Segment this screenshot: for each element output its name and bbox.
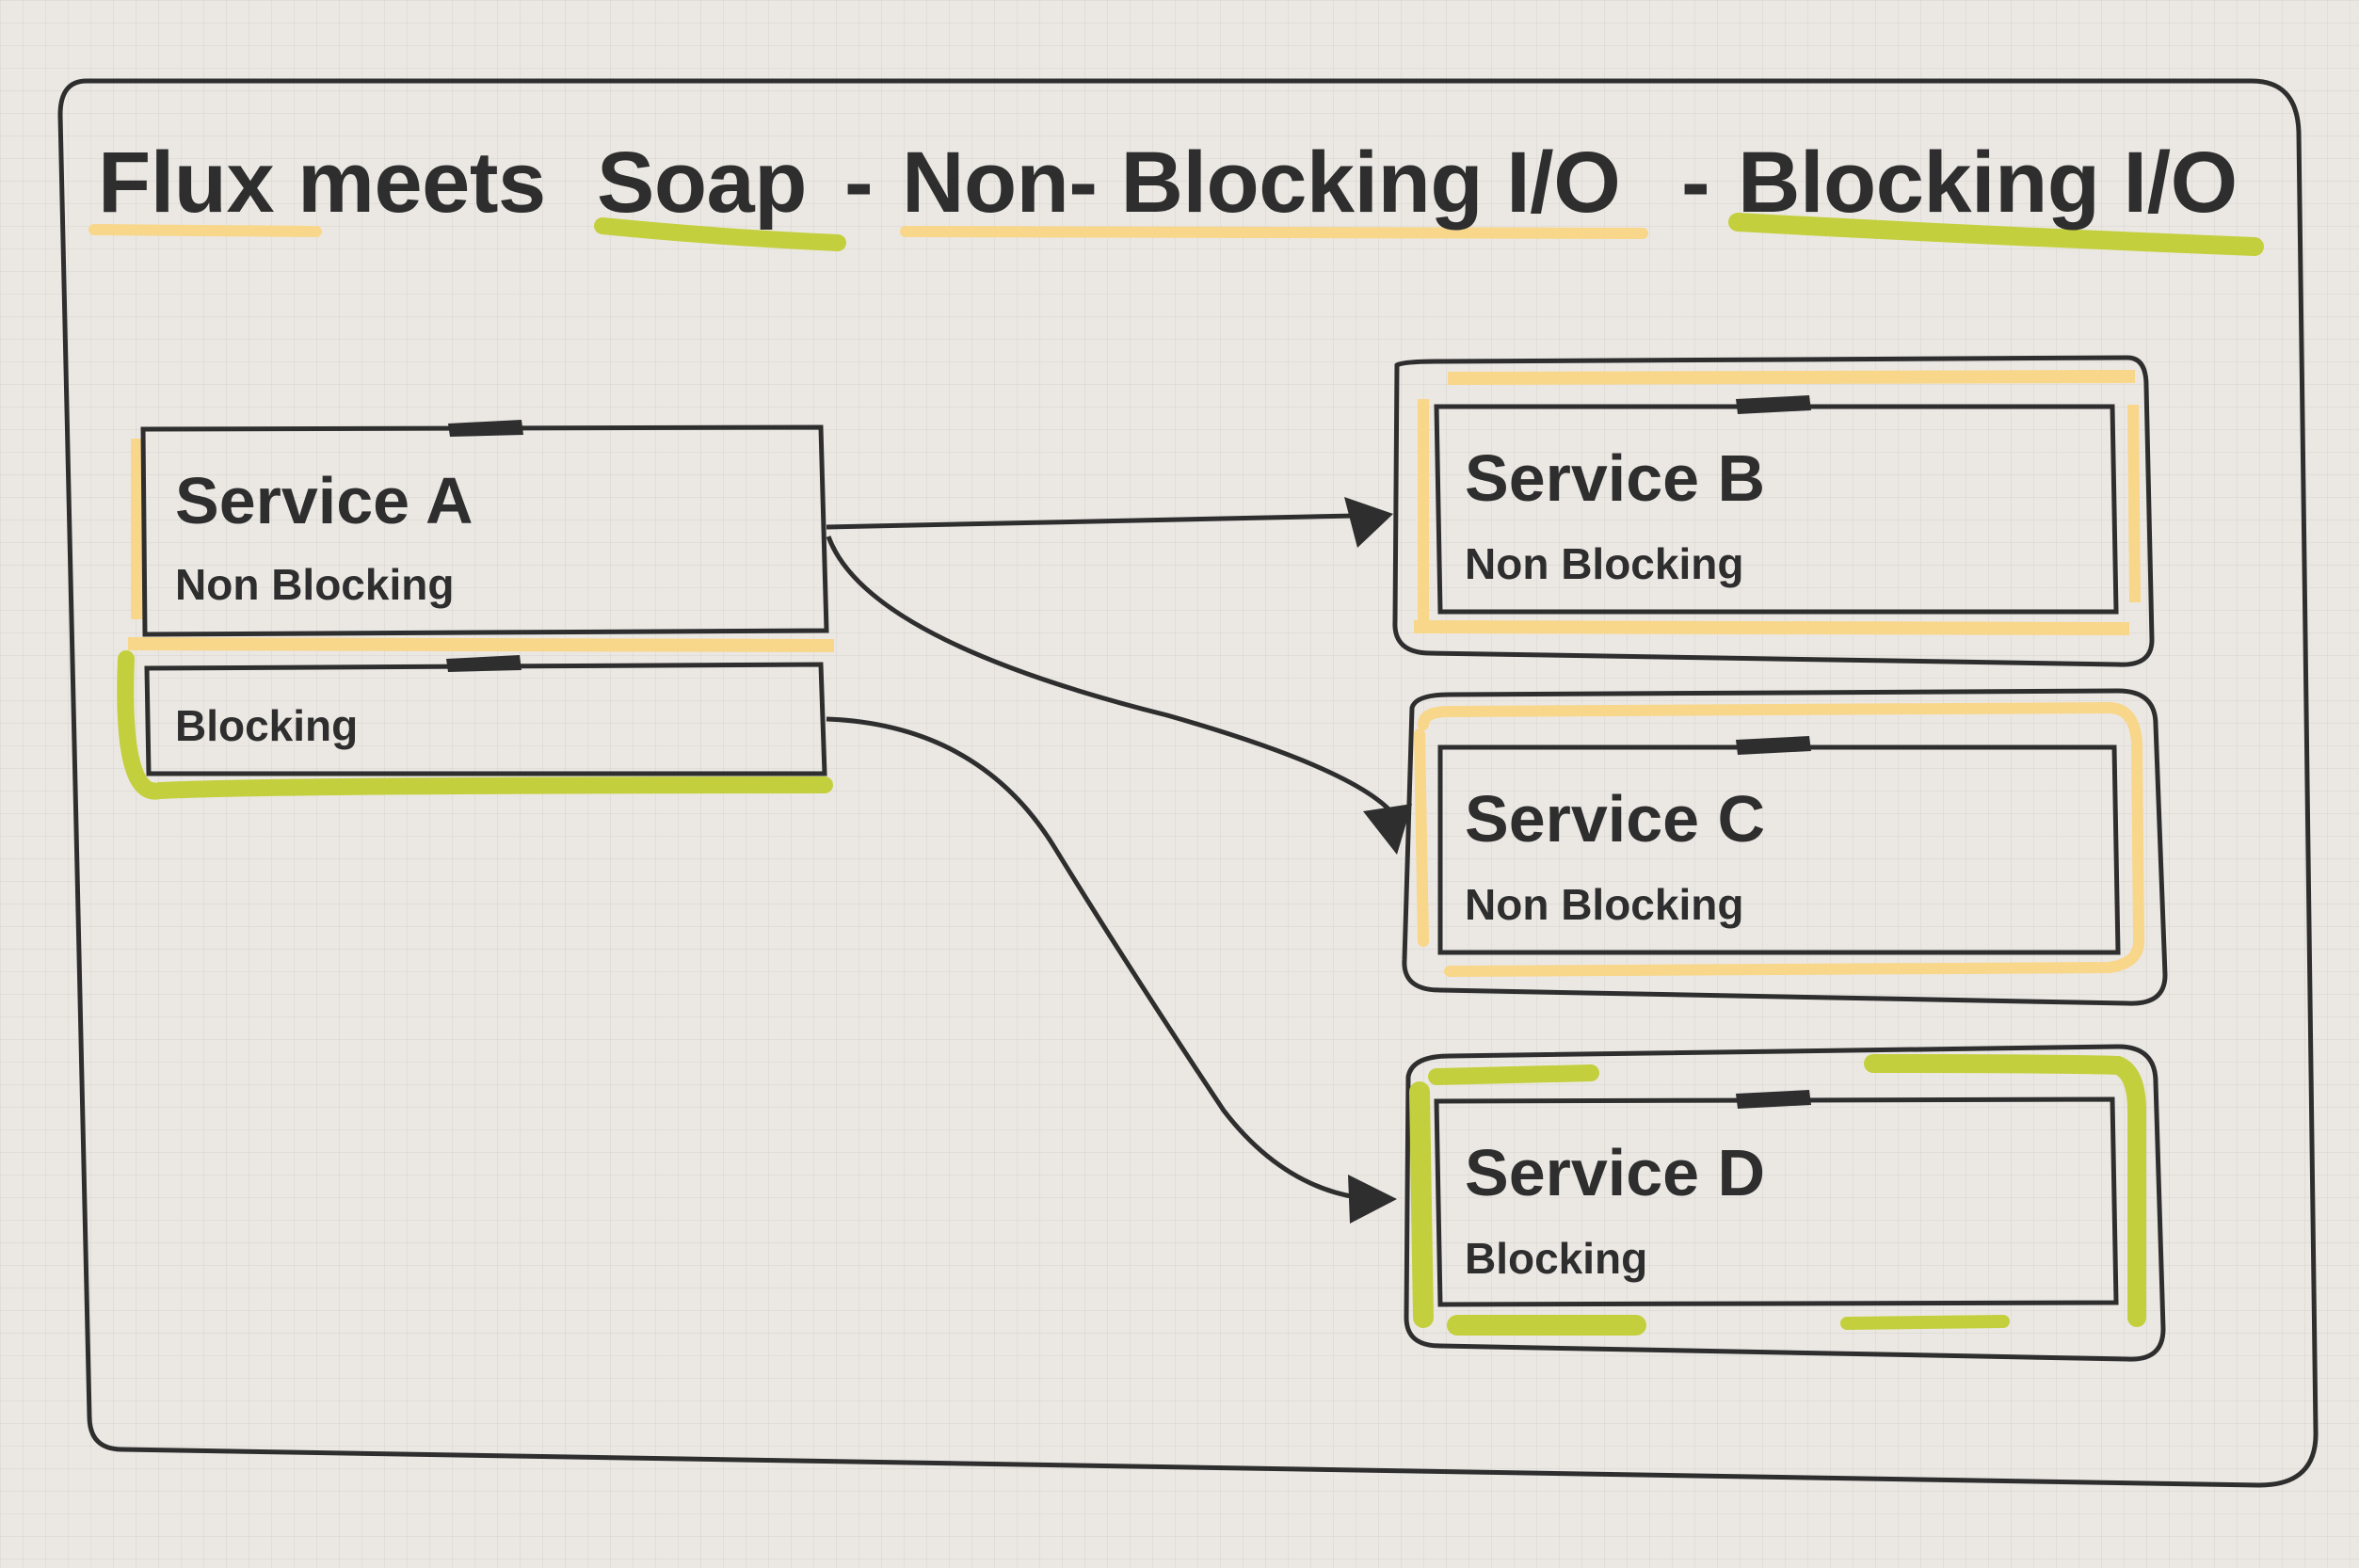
- service-a-blocking-box: [144, 662, 827, 776]
- arrowhead-c: [1363, 804, 1412, 855]
- title-underline-blocking: [1728, 213, 2264, 256]
- service-a-group: [117, 420, 835, 800]
- service-c-inner-box: [1437, 744, 2121, 955]
- service-a-connector-tab: [448, 420, 523, 437]
- service-a-blocking-connector-tab: [446, 655, 522, 672]
- service-d-title: Service D: [1465, 1136, 1766, 1209]
- service-c-connector-tab: [1736, 736, 1811, 755]
- service-b-title: Service B: [1465, 441, 1766, 515]
- arrowhead-b: [1344, 497, 1393, 548]
- connectors: [826, 513, 1400, 1200]
- title-highlights: [88, 213, 2264, 256]
- service-d-inner-box: [1434, 1096, 2119, 1307]
- arrowhead-d: [1348, 1175, 1397, 1224]
- title-part-separator-1: -: [844, 135, 874, 231]
- outer-frame: [57, 78, 2319, 1488]
- title-part-blocking-io: Blocking I/O: [1738, 135, 2238, 231]
- service-a-blocking-green: [117, 650, 833, 800]
- service-c-outer-box: [1402, 688, 2168, 1006]
- title-part-soap: Soap: [597, 135, 807, 231]
- service-a-mode: Non Blocking: [175, 560, 455, 609]
- arrow-a-to-c: [826, 536, 1400, 821]
- service-d-group: [1404, 1044, 2166, 1362]
- arrowheads: [1344, 497, 1412, 1224]
- service-c-yellow-loop: [1414, 701, 2145, 977]
- service-b-connector-tab: [1736, 395, 1811, 414]
- service-a-title: Service A: [175, 464, 473, 537]
- service-b-mode: Non Blocking: [1465, 539, 1744, 588]
- service-b-yellow-top: [1447, 370, 2136, 385]
- service-a-yellow-bottom: [127, 637, 835, 652]
- service-a-blocking-label: Blocking: [175, 701, 359, 750]
- service-d-green-highlights: [1409, 1054, 2146, 1336]
- service-b-group: [1392, 355, 2155, 667]
- service-b-outer-box: [1392, 355, 2155, 667]
- service-c-mode: Non Blocking: [1465, 880, 1744, 929]
- service-b-yellow-right: [2127, 404, 2141, 603]
- title-part-flux-meets: Flux meets: [98, 135, 546, 231]
- title-underline-soap: [594, 217, 846, 251]
- service-d-mode: Blocking: [1465, 1234, 1648, 1283]
- service-c-group: [1402, 688, 2168, 1006]
- title-underline-non-blocking: [900, 226, 1648, 239]
- title-part-non-blocking-io: Non- Blocking I/O: [902, 135, 1621, 231]
- title-underline-flux: [88, 224, 322, 237]
- service-a-box: [140, 424, 829, 637]
- title-part-separator-2: -: [1681, 135, 1710, 231]
- arrow-a-to-b: [826, 513, 1356, 530]
- service-b-yellow-bottom: [1413, 620, 2130, 635]
- service-d-connector-tab: [1736, 1090, 1811, 1109]
- service-d-outer-box: [1404, 1044, 2166, 1362]
- arrow-a-blocking-to-d: [826, 716, 1356, 1200]
- service-b-inner-box: [1434, 404, 2119, 615]
- service-c-title: Service C: [1465, 782, 1766, 856]
